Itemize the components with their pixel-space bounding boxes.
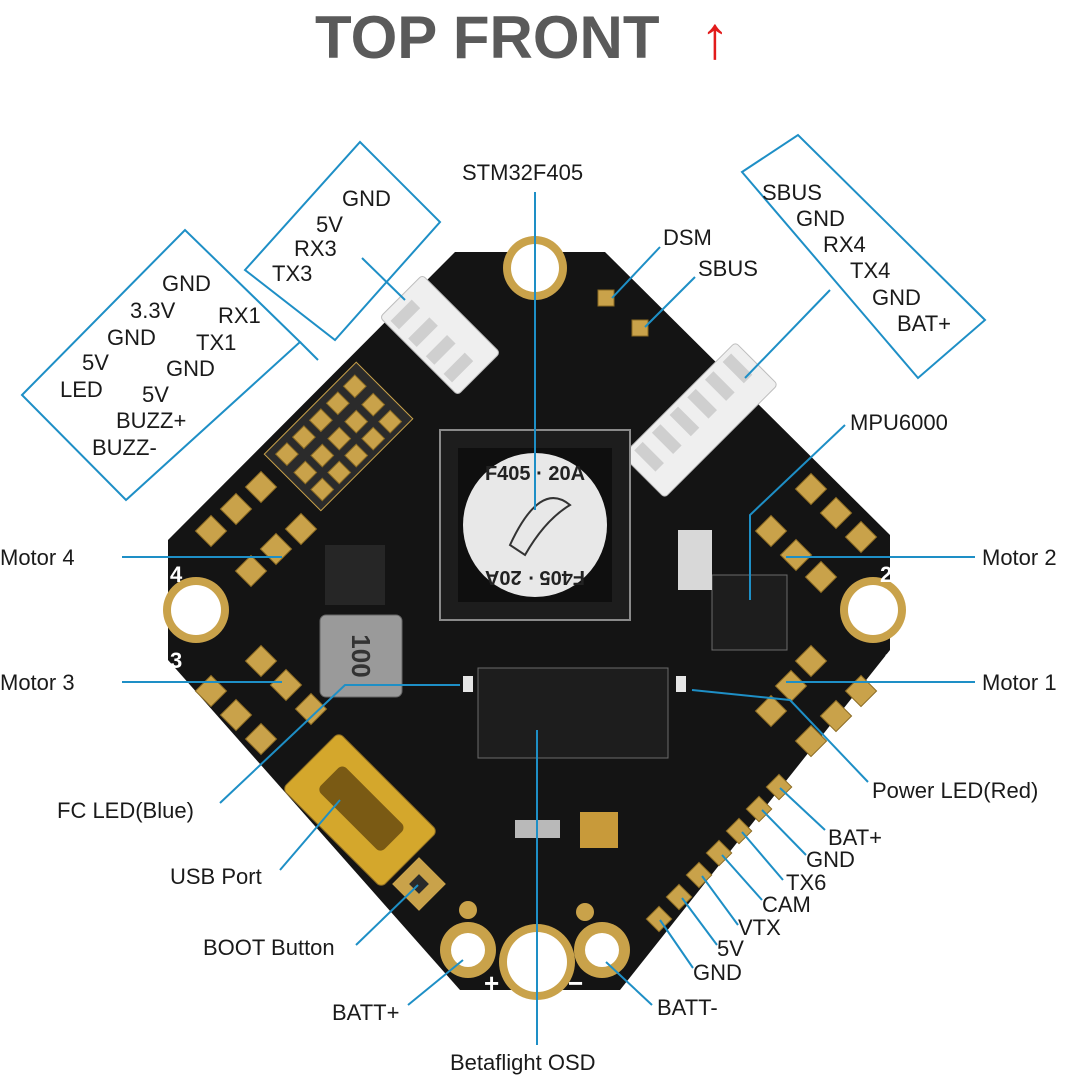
label-batt-minus: BATT-: [657, 995, 718, 1020]
vtx-leader: [701, 875, 739, 926]
uart1-pad-grid: [263, 361, 414, 512]
dsm-pad: [597, 289, 615, 307]
label-5v: 5V: [717, 936, 744, 961]
brand-logo-icon: [508, 497, 572, 557]
regulator: [325, 545, 385, 605]
label-boot-button: BOOT Button: [203, 935, 335, 960]
uart3-tx3: TX3: [272, 261, 312, 286]
uart1-led: LED: [60, 377, 103, 402]
uart1-gnd-2: GND: [107, 325, 156, 350]
usb-leader: [279, 799, 341, 871]
motor2-pads: [754, 472, 878, 594]
label-motor1: Motor 1: [982, 670, 1057, 695]
uart3-5v: 5V: [316, 212, 343, 237]
label-power-led: Power LED(Red): [872, 778, 1038, 803]
pcb-motor4-mark: 4: [170, 562, 183, 587]
dsm-leader: [611, 246, 661, 299]
crystal: [678, 530, 712, 590]
inductor: [319, 614, 403, 698]
boot-leader: [355, 884, 419, 946]
uart1-gnd-3: GND: [166, 356, 215, 381]
uart1-3v3: 3.3V: [130, 298, 176, 323]
cam-leader: [721, 854, 763, 901]
uart1-rx1: RX1: [218, 303, 261, 328]
label-gnd-2: GND: [693, 960, 742, 985]
label-motor4: Motor 4: [0, 545, 75, 570]
uart3-gnd: GND: [342, 186, 391, 211]
gnd2-leader: [659, 919, 694, 969]
label-batt-plus: BATT+: [332, 1000, 399, 1025]
osd-chip: [477, 667, 669, 759]
uart4-bat-plus: BAT+: [897, 311, 951, 336]
label-sbus: SBUS: [698, 256, 758, 281]
gnd1-leader: [761, 809, 807, 856]
uart1-gnd-1: GND: [162, 271, 211, 296]
uart4-sbus: SBUS: [762, 180, 822, 205]
batt-minus-leader: [605, 961, 653, 1006]
fc-led: [463, 676, 473, 692]
chip-sticker-text-bottom: F405 · 20A: [485, 566, 585, 588]
capacitor: [580, 812, 618, 848]
uart1-box: GND 3.3V RX1 GND TX1 5V GND LED 5V BUZZ+…: [20, 228, 302, 502]
pcb-motor2-mark: 2: [880, 562, 892, 587]
uart3-box: GND 5V RX3 TX3: [243, 140, 442, 342]
uart1-5v-1: 5V: [82, 350, 109, 375]
pcb-plus-mark: +: [484, 968, 499, 998]
motor1-pads: [754, 644, 878, 758]
uart4-box: SBUS GND RX4 TX4 GND BAT+: [740, 133, 987, 380]
inductor-marking: 100: [346, 634, 376, 677]
front-arrow-icon: ↑: [700, 4, 730, 71]
usb-port: [284, 734, 436, 886]
label-cam: CAM: [762, 892, 811, 917]
label-mpu6000: MPU6000: [850, 410, 948, 435]
label-stm32: STM32F405: [462, 160, 583, 185]
label-motor2: Motor 2: [982, 545, 1057, 570]
mpu-leader: [749, 424, 846, 600]
uart1-tx1: TX1: [196, 330, 236, 355]
label-motor3: Motor 3: [0, 670, 75, 695]
uart1-buzz-minus: BUZZ-: [92, 435, 157, 460]
sbus-leader: [644, 276, 696, 328]
pcb-motor3-mark: 3: [170, 648, 182, 673]
uart4-rx4: RX4: [823, 232, 866, 257]
uart4-connector: [623, 343, 777, 497]
power-led-leader: [691, 689, 869, 783]
motor3-pads: [194, 644, 328, 756]
page-title: TOP FRONT: [315, 4, 659, 71]
power-led: [676, 676, 686, 692]
uart1-buzz-plus: BUZZ+: [116, 408, 186, 433]
uart3-rx3: RX3: [294, 236, 337, 261]
pcb-minus-mark: −: [568, 968, 583, 998]
pcb-motor1-mark: 1: [884, 648, 896, 673]
fc-led-leader: [219, 684, 460, 804]
label-fc-led: FC LED(Blue): [57, 798, 194, 823]
label-bat-plus: BAT+: [828, 825, 882, 850]
uart4-gnd-1: GND: [796, 206, 845, 231]
tx6-leader: [741, 831, 784, 881]
v5-leader: [681, 897, 718, 946]
uart1-5v-2: 5V: [142, 382, 169, 407]
uart4-tx4: TX4: [850, 258, 890, 283]
motor4-pads: [194, 470, 318, 588]
label-gnd-1: GND: [806, 847, 855, 872]
label-dsm: DSM: [663, 225, 712, 250]
bat-plus-leader: [779, 787, 826, 831]
label-tx6: TX6: [786, 870, 826, 895]
flight-controller-board: + −: [163, 236, 906, 1000]
uart4-gnd-2: GND: [872, 285, 921, 310]
label-betaflight-osd: Betaflight OSD: [450, 1050, 596, 1075]
uart3-connector: [381, 276, 499, 394]
label-vtx: VTX: [738, 915, 781, 940]
batt-plus-leader: [407, 959, 464, 1006]
label-usb-port: USB Port: [170, 864, 262, 889]
sbus-pad: [631, 319, 649, 337]
chip-sticker: [463, 453, 607, 597]
